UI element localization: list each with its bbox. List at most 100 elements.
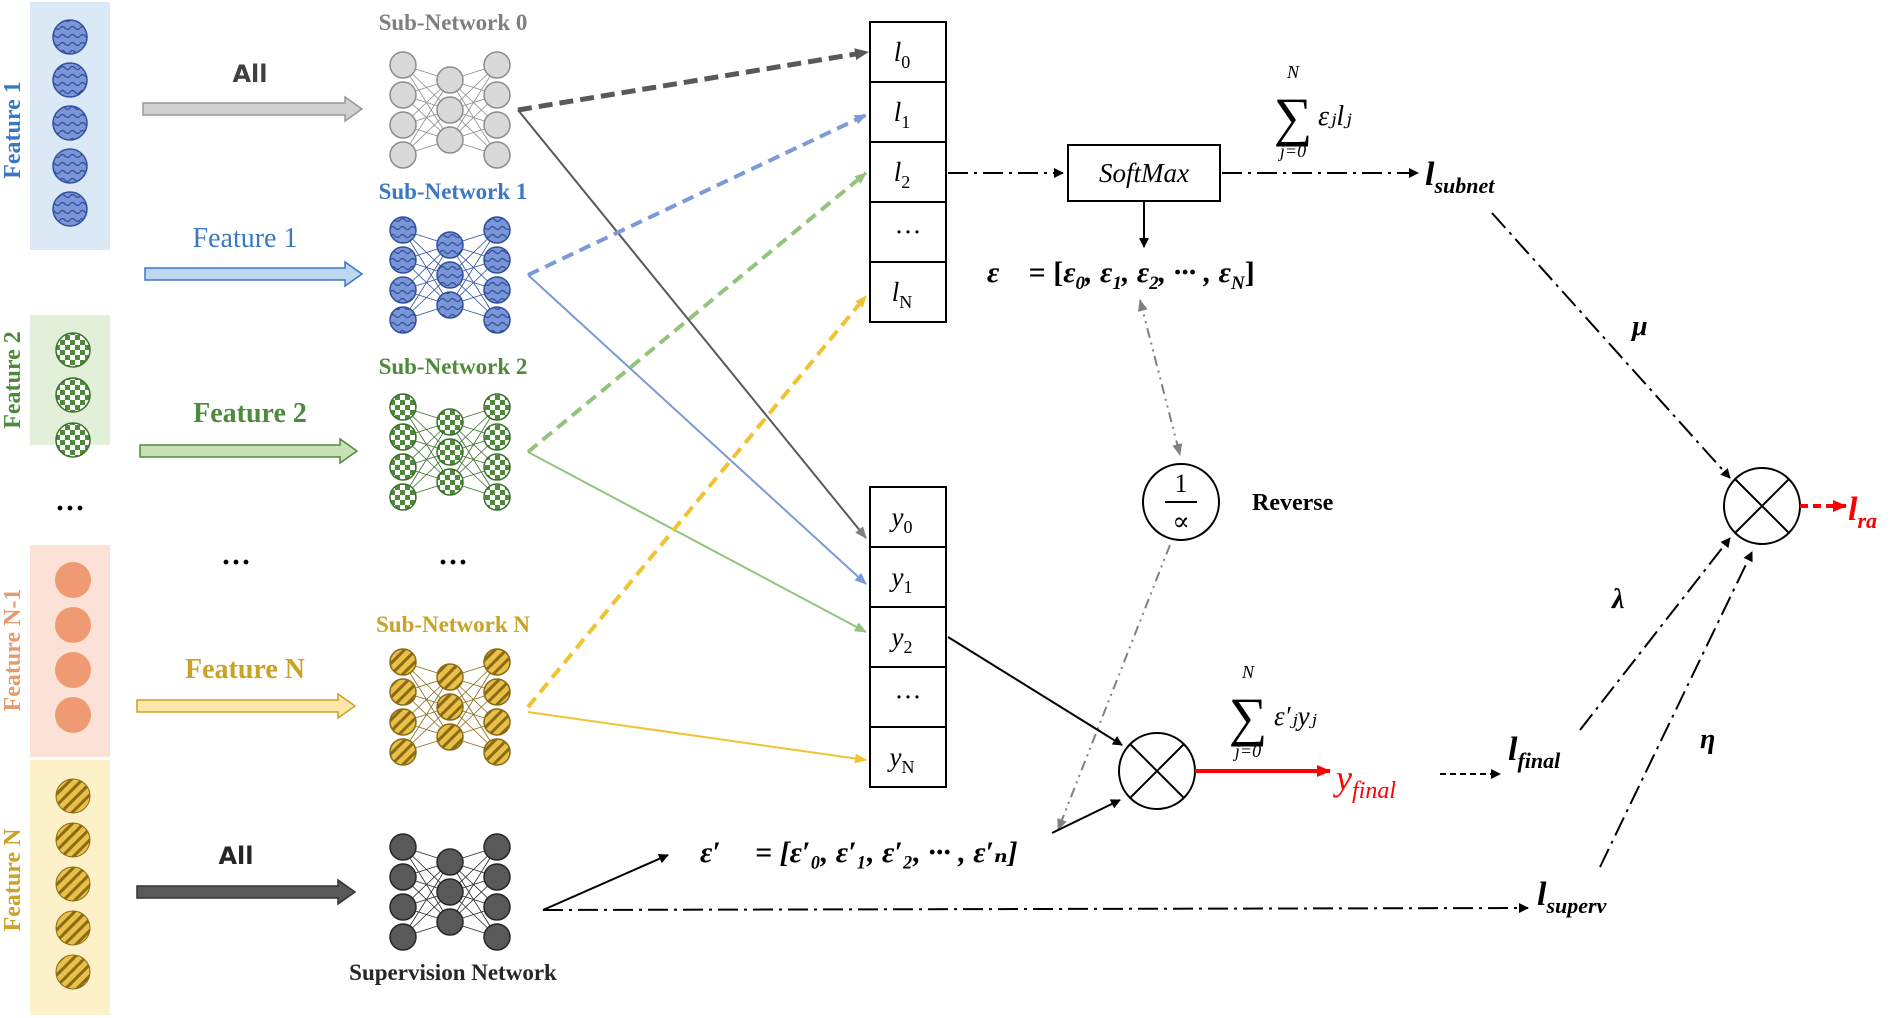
networks [389,51,511,951]
conn-net2-y2 [527,451,867,633]
conn-superv-epsilon-prime [542,854,669,911]
reverse-numerator: 1 [1175,469,1188,498]
weight-eta: η [1700,724,1715,755]
network-node [436,126,464,154]
band-label-feature-n-1: Feature N-1 [0,589,26,712]
loss-cell-label: l1 [894,97,911,132]
network-node [483,216,511,244]
band-label-feature-n: Feature N [0,828,26,932]
network-label-1: Sub-Network 1 [379,179,528,204]
output-cell-label: ··· [895,682,922,712]
sum-top-symbol: ∑ [1274,87,1313,147]
network-node [436,291,464,319]
network-node [436,723,464,751]
combine-y: N ∑ j=0 ε′ⱼyⱼ [947,636,1331,834]
network-node [436,261,464,289]
network-node [483,863,511,891]
conn-net0-y0 [517,109,867,539]
network-node [483,923,511,951]
sum-bottom-upper: N [1241,662,1255,682]
net-n-icon [389,648,511,766]
network-node [389,453,417,481]
network-node [436,96,464,124]
network-node [483,453,511,481]
network-node [389,81,417,109]
network-node [483,483,511,511]
network-node [436,663,464,691]
output-cell [869,726,947,788]
network-label-supervision: Supervision Network [349,960,557,985]
network-edge [449,64,498,141]
conn-y2-otimes [947,636,1123,746]
arrows-ellipsis: ··· [221,546,251,579]
arrow-all-bottom: All [136,842,357,906]
network-node [483,246,511,274]
network-node [436,66,464,94]
epsilon-vector: ε⃗= [ε0, ε1, ε2, ··· , εN] [987,256,1255,294]
network-node [483,708,511,736]
band-2-circles [55,332,91,458]
arrow-label-all-bottom: All [218,842,253,870]
loss-cell-label: lN [892,277,913,312]
epsilon-vector-text: ε⃗= [ε0, ε1, ε2, ··· , εN] [987,256,1255,294]
sum-bottom-term: ε′ⱼyⱼ [1274,701,1318,731]
network-node [483,678,511,706]
network-node [389,483,417,511]
l-subnet: lsubnet [1425,156,1495,198]
net-0-icon [389,51,511,169]
network-node [389,833,417,861]
arrow-all-top: All [142,60,364,123]
network-node [389,738,417,766]
output-cell-label: y2 [889,622,913,657]
conn-net2-l2 [526,171,868,454]
network-node [389,246,417,274]
network-label-2: Sub-Network 2 [379,354,528,379]
network-node [483,738,511,766]
arrow-feature-1: Feature 1 [144,223,364,288]
conn-net1-l1 [527,113,867,277]
band-label-feature-1: Feature 1 [0,81,26,179]
sum-top-upper: N [1286,62,1300,82]
network-node [389,141,417,169]
epsilon-prime-lhs: ε′⃗ [700,836,744,869]
network-node [483,111,511,139]
network-node [483,833,511,861]
network-node [436,848,464,876]
network-node [389,893,417,921]
network-node [483,423,511,451]
network-label-n: Sub-Network N [376,612,530,637]
network-node [483,393,511,421]
arrow-label-all-top: All [232,60,267,88]
conn-epsilon-prime-otimes [1051,799,1121,834]
network-node [436,693,464,721]
band-1-circles [52,19,88,227]
l-final: lfinal [1508,731,1561,773]
network-edge [402,861,451,938]
network-node [436,408,464,436]
arrow-feature-2: Feature 2 [139,398,359,465]
network-node [483,81,511,109]
network-node [389,648,417,676]
output-cell [869,546,947,608]
network-node [389,923,417,951]
conn-superv-lsuperv [542,903,1529,914]
network-edge [402,79,451,156]
sum-top-term: εⱼlⱼ [1318,101,1352,132]
network-node [389,306,417,334]
conn-lsubnet-final [1491,212,1731,479]
network-node [436,438,464,466]
network-edge [449,406,498,483]
arrow-label-feature-1: Feature 1 [193,223,298,254]
arrow-feature-n: Feature N [136,654,357,720]
output-cell-label: y0 [889,502,913,537]
conn-netn-ln [526,294,868,709]
networks-ellipsis: ··· [438,546,468,579]
softmax-label: SoftMax [1099,158,1189,188]
network-node [483,51,511,79]
conn-net0-l0 [517,48,869,113]
network-node [483,141,511,169]
network-edge [449,661,498,738]
